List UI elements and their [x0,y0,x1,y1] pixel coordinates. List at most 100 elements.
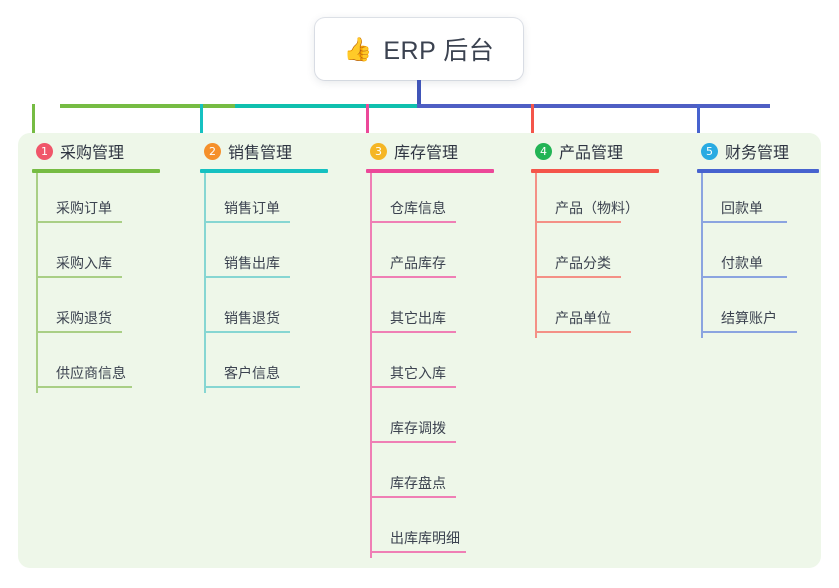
leaf-item-label: 其它出库 [390,310,446,326]
branch-drop-3 [366,104,369,137]
branch-spine-4 [535,173,537,338]
leaf-item-label: 采购退货 [56,310,112,326]
leaf-item-rule [370,221,456,223]
leaf-item[interactable]: 其它出库 [352,283,458,338]
branch-column-5: 5 财务管理回款单付款单结算账户 [683,133,819,338]
leaf-item-rule [701,221,787,223]
branch-header-5[interactable]: 5 财务管理 [683,133,789,169]
branch-title-4: 产品管理 [559,145,624,162]
leaf-item-rule [535,276,621,278]
branch-drop-2 [200,104,203,137]
bus-left-green-connector [60,104,235,108]
leaf-item-rule [701,276,787,278]
branch-header-4[interactable]: 4 产品管理 [517,133,623,169]
root-node-title: ERP 后台 [383,37,495,65]
leaf-item-rule [535,221,621,223]
leaf-item-label: 其它入库 [390,365,446,381]
leaf-item-label: 销售出库 [224,255,280,271]
leaf-item[interactable]: 产品库存 [352,228,458,283]
leaf-item-rule [204,221,290,223]
branch-drop-5 [697,104,700,137]
leaf-item[interactable]: 客户信息 [186,338,300,393]
bus-right-connector [417,104,770,108]
branch-header-rule-4 [531,169,659,173]
leaf-item-label: 采购入库 [56,255,112,271]
leaf-item[interactable]: 销售出库 [186,228,292,283]
leaf-item-label: 产品分类 [555,255,611,271]
branch-title-5: 财务管理 [725,145,790,162]
branch-header-2[interactable]: 2 销售管理 [186,133,292,169]
leaf-item-label: 仓库信息 [390,200,446,216]
leaf-item-rule [204,386,300,388]
leaf-item-label: 采购订单 [56,200,112,216]
root-node[interactable]: 👍 ERP 后台 [315,18,523,80]
leaf-item[interactable]: 其它入库 [352,338,458,393]
leaf-item-label: 结算账户 [721,310,777,326]
leaf-item-rule [204,276,290,278]
leaf-item[interactable]: 供应商信息 [18,338,132,393]
leaf-item[interactable]: 结算账户 [683,283,797,338]
branch-items-5: 回款单付款单结算账户 [683,173,797,338]
leaf-item[interactable]: 库存调拨 [352,393,458,448]
leaf-item-rule [370,551,466,553]
branch-items-4: 产品（物料） 产品分类产品单位 [517,173,639,338]
leaf-item[interactable]: 产品分类 [517,228,623,283]
thumbs-up-icon: 👍 [343,35,373,62]
branch-title-2: 销售管理 [228,145,293,162]
leaf-item[interactable]: 回款单 [683,173,789,228]
branch-spine-2 [204,173,206,393]
branch-title-3: 库存管理 [394,145,459,162]
leaf-item-rule [370,331,456,333]
branch-spine-5 [701,173,703,338]
branch-badge-5: 5 [701,142,718,160]
leaf-item-rule [370,496,456,498]
leaf-item[interactable]: 销售退货 [186,283,292,338]
leaf-item-label: 产品单位 [555,310,611,326]
leaf-item-rule [204,331,290,333]
branch-badge-1: 1 [36,142,53,160]
leaf-item[interactable]: 仓库信息 [352,173,458,228]
leaf-item[interactable]: 产品（物料） [517,173,639,228]
leaf-item-label: 出库库明细 [390,530,460,546]
leaf-item-label: 供应商信息 [56,365,126,381]
leaf-item-rule [36,386,132,388]
branch-drop-1 [32,104,35,137]
leaf-item-label: 销售订单 [224,200,280,216]
leaf-item-rule [370,441,456,443]
leaf-item[interactable]: 采购订单 [18,173,124,228]
branch-column-4: 4 产品管理产品（物料） 产品分类产品单位 [517,133,659,338]
root-trunk-connector [417,80,421,107]
leaf-item[interactable]: 销售订单 [186,173,292,228]
leaf-item-label: 库存调拨 [390,420,446,436]
leaf-item-rule [535,331,631,333]
leaf-item[interactable]: 库存盘点 [352,448,458,503]
leaf-item-label: 产品（物料） [555,200,639,216]
leaf-item[interactable]: 采购入库 [18,228,124,283]
branch-items-1: 采购订单采购入库采购退货供应商信息 [18,173,132,393]
branch-badge-2: 2 [204,142,221,160]
branch-items-2: 销售订单销售出库销售退货客户信息 [186,173,300,393]
leaf-item[interactable]: 出库库明细 [352,503,466,558]
leaf-item-label: 产品库存 [390,255,446,271]
branch-badge-4: 4 [535,142,552,160]
leaf-item-rule [36,331,122,333]
branch-drop-4 [531,104,534,137]
leaf-item[interactable]: 产品单位 [517,283,631,338]
branch-spine-1 [36,173,38,393]
leaf-item[interactable]: 采购退货 [18,283,124,338]
leaf-item-rule [701,331,797,333]
leaf-item-label: 客户信息 [224,365,280,381]
leaf-item-label: 回款单 [721,200,763,216]
leaf-item-rule [370,386,456,388]
leaf-item[interactable]: 付款单 [683,228,789,283]
leaf-item-rule [370,276,456,278]
leaf-item-label: 销售退货 [224,310,280,326]
branch-spine-3 [370,173,372,558]
bus-left-connector [60,104,417,108]
